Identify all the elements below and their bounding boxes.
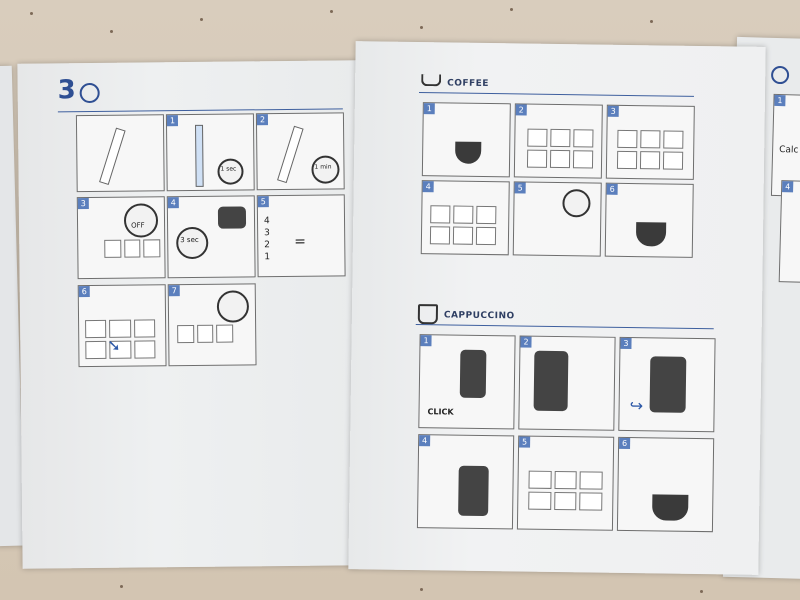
coffee-rule [418, 92, 694, 97]
cappuccino-cup [652, 494, 689, 521]
instruction-panel-7: 7 [167, 283, 257, 367]
panel-badge: 5 [519, 436, 531, 448]
level-1: 1 [264, 252, 271, 263]
instruction-panel-3: 3 OFF [76, 196, 166, 280]
timer-icon: 1 min [311, 155, 340, 184]
descaling-icon [79, 82, 100, 104]
panel-badge: 3 [77, 198, 89, 210]
coffee-panel-2: 2 [513, 103, 603, 179]
milk-jug-icon [649, 356, 687, 413]
coffee-panel-6: 6 [604, 182, 694, 258]
timer-icon: 3 sec [176, 226, 209, 260]
panel-badge: 5 [514, 182, 526, 194]
instruction-panel-4: 4 3 sec [166, 195, 256, 279]
pen-icon [99, 127, 126, 185]
right-page: COFFEE 1 2 3 4 5 6 CAPPUCCINO 1 CLICK 2 … [348, 41, 766, 575]
display-icon [217, 206, 247, 229]
cappuccino-panel-4: 4 [416, 434, 515, 530]
panel-badge: 4 [167, 197, 179, 209]
start-button-icon [216, 290, 250, 323]
pen-icon [277, 125, 304, 184]
start-button-icon [562, 189, 591, 218]
partial-label: Calc [779, 145, 799, 156]
control-panel-tiles [526, 128, 594, 169]
panel-badge: 1 [774, 94, 786, 107]
milk-jug-icon [459, 349, 487, 399]
cappuccino-title: CAPPUCCINO [443, 310, 515, 322]
control-panel-tiles [528, 470, 603, 511]
power-button-icon: OFF [123, 203, 159, 238]
panel-badge: 6 [78, 286, 90, 298]
panel-badge: 5 [257, 196, 269, 208]
timer-label: 3 sec [180, 235, 199, 245]
control-panel-tiles [104, 239, 161, 258]
instruction-panel-2: 2 1 min [255, 112, 345, 191]
arrow-icon: ➘ [107, 335, 121, 355]
panel-badge: 3 [607, 105, 619, 117]
panel-badge: 2 [520, 336, 532, 348]
instruction-panel-1: 1 1 sec [165, 113, 255, 192]
coffee-cup [455, 141, 482, 164]
header-rule [57, 108, 343, 113]
level-4: 4 [263, 216, 270, 227]
timer-icon: 1 sec [217, 158, 244, 185]
panel-badge: 4 [422, 181, 434, 193]
timer-label: 1 sec [220, 165, 237, 173]
panel-badge: 1 [423, 103, 435, 115]
power-label: OFF [131, 221, 145, 230]
cappuccino-cup-icon [417, 304, 439, 325]
panel-badge: 1 [166, 115, 179, 127]
panel-badge: 4 [782, 181, 794, 193]
panel-badge: 6 [606, 183, 618, 195]
panel-badge: 6 [619, 437, 631, 450]
control-panel-tiles [429, 205, 497, 246]
panel-badge: 7 [168, 285, 180, 297]
cappuccino-panel-1: 1 CLICK [418, 334, 516, 430]
panel-badge: 2 [515, 104, 527, 116]
instruction-panel-6: 6 ➘ [77, 284, 167, 368]
coffee-panel-1: 1 [421, 102, 511, 178]
arrow-icon: ↪ [629, 396, 644, 416]
next-panel-2: 4 [778, 180, 800, 284]
instruction-panel-5: 5 4 3 2 1 = [256, 194, 346, 278]
coffee-cup-icon [421, 74, 442, 87]
water-stream-icon [195, 124, 204, 187]
milk-jug-icon [533, 350, 569, 412]
panel-badge: 1 [420, 335, 432, 347]
timer-label: 1 min [314, 163, 332, 171]
cappuccino-panel-2: 2 [518, 335, 616, 431]
panel-badge: 2 [256, 114, 269, 126]
coffee-cup-filled [635, 222, 667, 247]
panel-badge: 3 [620, 337, 632, 350]
panel-badge: 4 [419, 435, 431, 447]
instruction-panel-0 [75, 114, 165, 193]
cappuccino-panel-5: 5 [516, 435, 615, 531]
coffee-panel-4: 4 [420, 180, 510, 256]
cappuccino-rule [415, 324, 714, 330]
control-panel-tiles [177, 324, 234, 344]
equals-sign: = [294, 233, 307, 250]
gear-icon [770, 65, 790, 85]
level-2: 2 [264, 240, 271, 251]
click-label: CLICK [427, 407, 454, 417]
coffee-title: COFFEE [447, 78, 490, 90]
control-panel-tiles [616, 129, 684, 170]
cappuccino-panel-6: 6 [616, 436, 715, 533]
coffee-panel-3: 3 [605, 104, 695, 180]
coffee-panel-5: 5 [512, 181, 602, 257]
level-3: 3 [264, 228, 270, 239]
milk-jug-icon [458, 465, 489, 517]
step-number: 3 [57, 75, 76, 106]
left-page: 3 1 1 sec 2 1 min 3 OFF 4 3 sec 5 4 [17, 60, 363, 569]
cappuccino-panel-3: 3 ↪ [618, 336, 716, 433]
